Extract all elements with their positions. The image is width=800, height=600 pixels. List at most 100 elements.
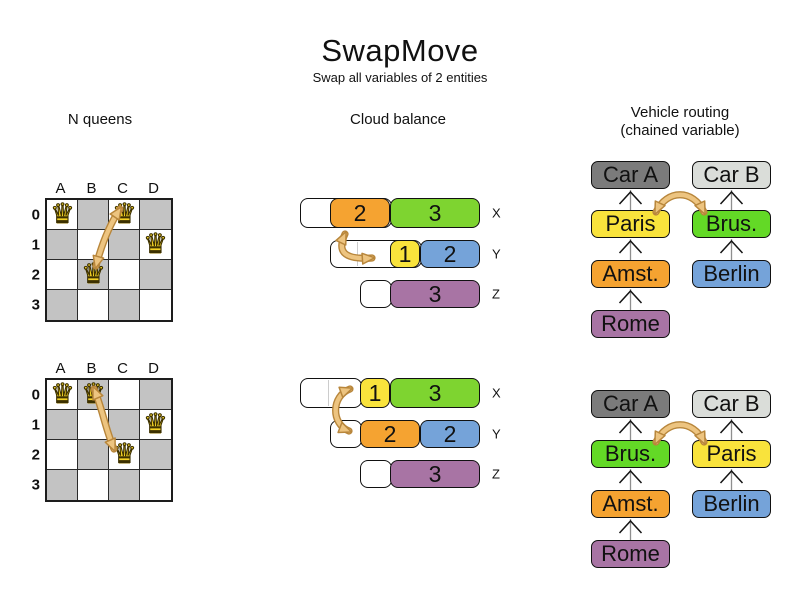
chain-arrow-icon: [719, 190, 744, 205]
board-cell-A2: [47, 260, 78, 290]
free-capacity-pill: [300, 378, 363, 408]
board-cell-D2: [140, 260, 171, 290]
board-cell-A3: [47, 470, 78, 500]
board-cell-A1: [47, 410, 78, 440]
process-segment: 2: [420, 420, 480, 448]
board-cell-C3: [109, 290, 140, 320]
board-cell-D3: [140, 470, 171, 500]
page-title: SwapMove: [321, 33, 479, 68]
capacity-divider: [357, 242, 358, 266]
board-column-header: A: [55, 360, 66, 377]
vr-box-brus: Brus.: [591, 440, 670, 468]
process-segment: 2: [420, 240, 480, 268]
vr-box-berlin: Berlin: [692, 490, 771, 518]
board-cell-C3: [109, 470, 140, 500]
board-cell-D3: [140, 290, 171, 320]
board-cell-C0: [109, 380, 140, 410]
process-segment: 2: [330, 198, 390, 228]
board-cell-C1: [109, 410, 140, 440]
board-cell-D1: [140, 230, 171, 260]
process-segment: 3: [390, 378, 480, 408]
section-title-cloud-balance: Cloud balance: [350, 111, 446, 128]
queen-icon-B2: ♛: [81, 258, 106, 289]
board-cell-D2: [140, 440, 171, 470]
process-segment: 3: [390, 280, 480, 308]
board-cell-D1: [140, 410, 171, 440]
queen-icon-D1: ♛: [143, 408, 168, 439]
chain-arrow-icon: [719, 419, 744, 434]
queen-icon-C0: ♛: [112, 198, 137, 229]
board-row-header: 3: [31, 476, 40, 494]
board-column-header: C: [117, 180, 128, 197]
computer-label: Y: [492, 246, 501, 262]
chess-board-after: ♛♛♛♛: [45, 378, 173, 502]
chain-arrow-icon: [618, 190, 643, 205]
vr-box-carb: Car B: [692, 390, 771, 418]
chain-arrow-icon: [618, 519, 643, 534]
process-segment: 3: [390, 460, 480, 488]
board-cell-C1: [109, 230, 140, 260]
vr-box-cara: Car A: [591, 161, 670, 189]
board-column-header: D: [148, 180, 159, 197]
capacity-divider: [327, 380, 329, 406]
vr-box-brus: Brus.: [692, 210, 771, 238]
board-cell-D0: [140, 200, 171, 230]
board-row-header: 0: [31, 206, 40, 224]
chain-arrow-icon: [618, 419, 643, 434]
board-cell-D0: [140, 380, 171, 410]
vr-box-cara: Car A: [591, 390, 670, 418]
section-title-vehicle-routing: Vehicle routing: [630, 104, 730, 121]
board-cell-B2: [78, 440, 109, 470]
vr-box-amst: Amst.: [591, 490, 670, 518]
section-subtitle-chained-variable: (chained variable): [620, 122, 740, 139]
computer-label: X: [492, 385, 501, 401]
vr-box-berlin: Berlin: [692, 260, 771, 288]
computer-label: Y: [492, 426, 501, 442]
board-column-header: C: [117, 360, 128, 377]
board-cell-B1: [78, 230, 109, 260]
board-cell-B3: [78, 290, 109, 320]
chain-arrow-icon: [719, 469, 744, 484]
board-row-header: 3: [31, 296, 40, 314]
process-segment: 1: [360, 378, 390, 408]
process-segment: 1: [390, 240, 420, 268]
board-row-header: 2: [31, 266, 40, 284]
board-cell-A1: [47, 230, 78, 260]
board-column-header: B: [86, 360, 97, 377]
computer-label: X: [492, 205, 501, 221]
chain-arrow-icon: [618, 469, 643, 484]
board-cell-A0: [47, 200, 78, 230]
board-row-header: 2: [31, 446, 40, 464]
vr-box-rome: Rome: [591, 310, 670, 338]
vr-box-paris: Paris: [692, 440, 771, 468]
section-title-nqueens: N queens: [67, 111, 133, 128]
board-cell-B3: [78, 470, 109, 500]
chain-arrow-icon: [618, 289, 643, 304]
board-cell-B1: [78, 410, 109, 440]
board-cell-A0: [47, 380, 78, 410]
board-row-header: 1: [31, 416, 40, 434]
chain-arrow-icon: [719, 239, 744, 254]
free-capacity-pill: [360, 460, 393, 488]
free-capacity-pill: [330, 420, 363, 448]
board-row-header: 1: [31, 236, 40, 254]
board-column-header: A: [55, 180, 66, 197]
process-segment: 2: [360, 420, 420, 448]
process-segment: 3: [390, 198, 480, 228]
vr-box-amst: Amst.: [591, 260, 670, 288]
free-capacity-pill: [360, 280, 393, 308]
board-cell-A2: [47, 440, 78, 470]
chess-board-before: ♛♛♛♛: [45, 198, 173, 322]
queen-icon-A0: ♛: [50, 378, 75, 409]
page-subtitle: Swap all variables of 2 entities: [312, 70, 488, 85]
vr-box-rome: Rome: [591, 540, 670, 568]
vr-box-paris: Paris: [591, 210, 670, 238]
queen-icon-A0: ♛: [50, 198, 75, 229]
board-row-header: 0: [31, 386, 40, 404]
chain-arrow-icon: [618, 239, 643, 254]
board-cell-A3: [47, 290, 78, 320]
vr-box-carb: Car B: [692, 161, 771, 189]
board-column-header: B: [86, 180, 97, 197]
computer-label: Z: [492, 466, 500, 482]
